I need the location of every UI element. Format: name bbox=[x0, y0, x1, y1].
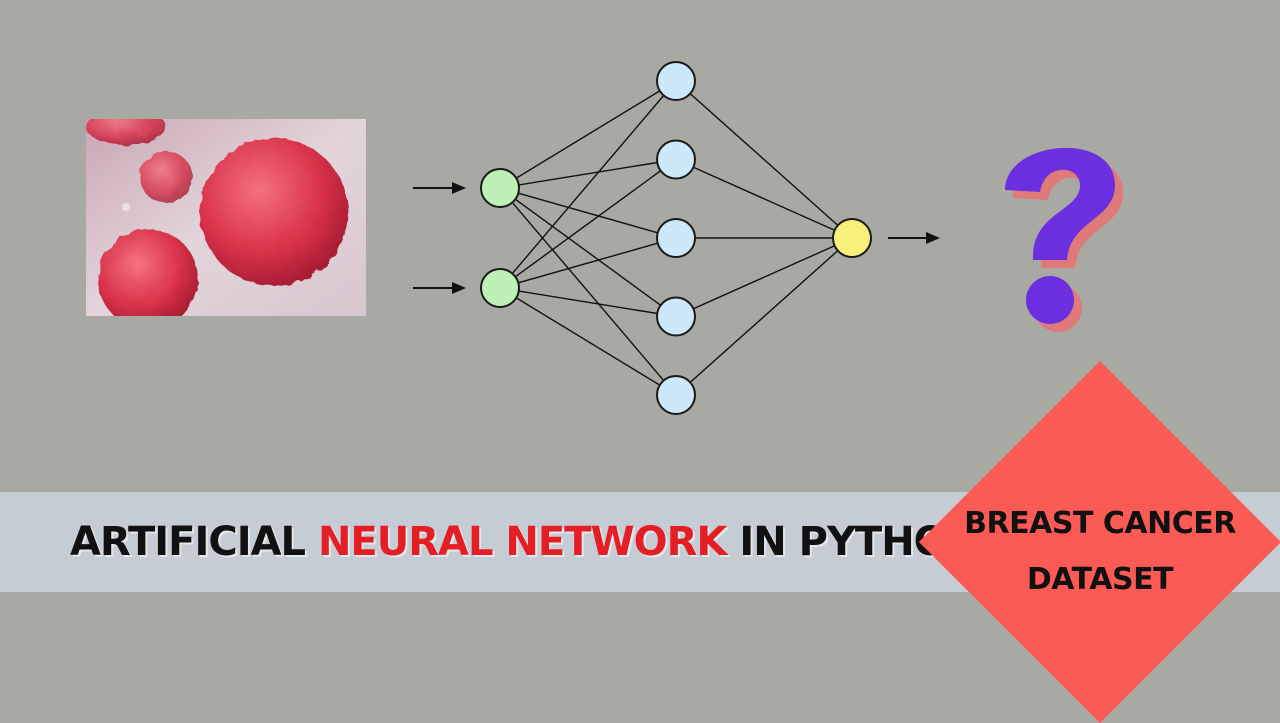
hidden-node bbox=[656, 375, 696, 415]
input-node bbox=[480, 268, 520, 308]
input-node bbox=[480, 168, 520, 208]
network-nodes bbox=[480, 61, 872, 415]
title-highlight: NEURAL NETWORK bbox=[317, 519, 727, 565]
network-edge bbox=[499, 287, 677, 318]
network-edge bbox=[675, 80, 853, 239]
hidden-node bbox=[656, 218, 696, 258]
network-edge bbox=[675, 158, 853, 239]
network-edge bbox=[675, 237, 853, 396]
arrow-right-icon bbox=[452, 182, 466, 194]
network-edge bbox=[499, 187, 677, 239]
badge-line-1: BREAST CANCER bbox=[964, 506, 1236, 541]
network-edges bbox=[499, 80, 853, 396]
network-arrows bbox=[413, 182, 940, 294]
neural-network-diagram bbox=[413, 61, 940, 415]
network-edge bbox=[499, 187, 677, 396]
hidden-node bbox=[656, 139, 696, 180]
network-edge bbox=[499, 187, 677, 318]
network-edge bbox=[499, 237, 677, 289]
hidden-node bbox=[656, 296, 696, 337]
network-edge bbox=[499, 158, 677, 189]
dataset-badge: BREAST CANCER DATASET bbox=[940, 492, 1260, 612]
network-edge bbox=[499, 80, 677, 289]
question-mark-icon bbox=[1005, 147, 1123, 332]
badge-line-2: DATASET bbox=[1026, 562, 1174, 597]
network-edge bbox=[499, 80, 677, 189]
hidden-node bbox=[656, 61, 696, 101]
arrow-right-icon bbox=[452, 282, 466, 294]
arrow-right-icon bbox=[926, 232, 940, 244]
network-edge bbox=[499, 158, 677, 289]
network-edge bbox=[499, 287, 677, 396]
output-node bbox=[832, 218, 872, 258]
network-edge bbox=[675, 237, 853, 318]
title-part-1: ARTIFICIAL bbox=[70, 519, 318, 565]
page-title: ARTIFICIAL NEURAL NETWORK IN PYTHON bbox=[70, 492, 980, 592]
cancer-cell-image bbox=[86, 119, 366, 316]
